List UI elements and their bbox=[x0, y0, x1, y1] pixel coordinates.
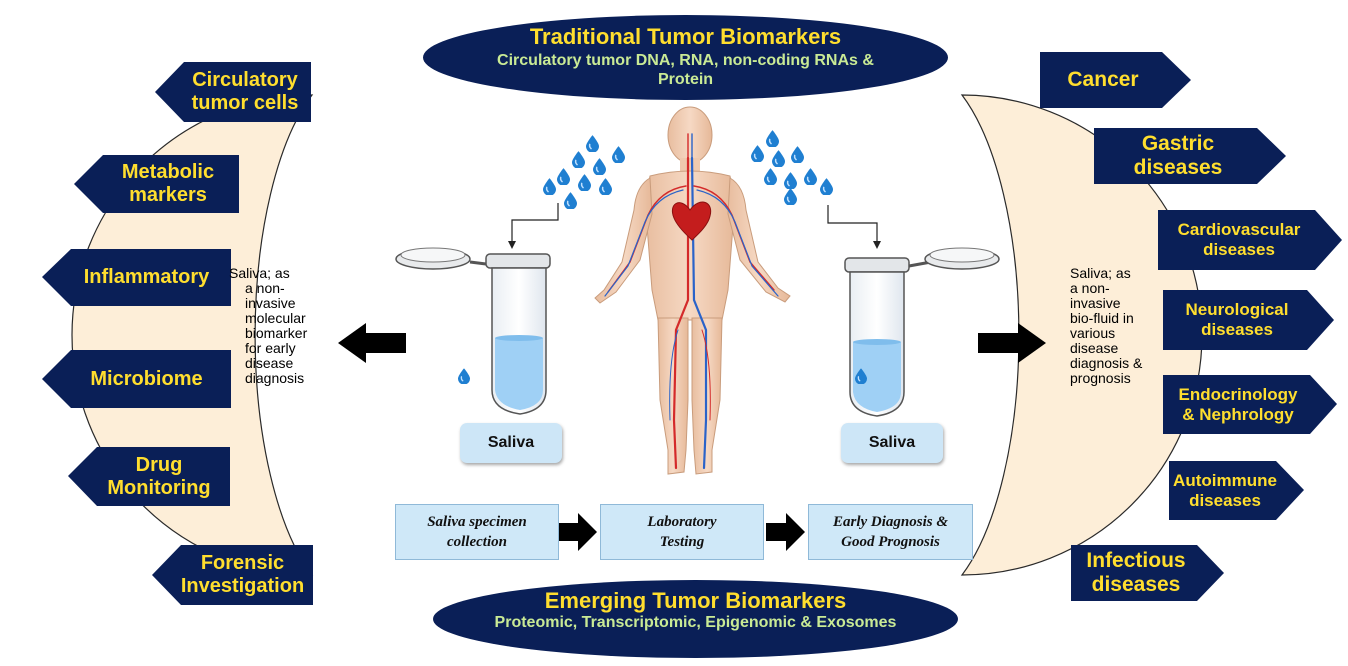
right-black-arrow bbox=[978, 323, 1046, 363]
bottom-oval-title: Emerging Tumor Biomarkers bbox=[544, 588, 847, 613]
left-arrow-2 bbox=[74, 155, 239, 213]
right-crescent bbox=[960, 94, 1203, 576]
left-arrow-6 bbox=[152, 545, 313, 605]
top-oval-title: Traditional Tumor Biomarkers bbox=[529, 24, 842, 49]
bottom-oval: Emerging Tumor Biomarkers Proteomic, Tra… bbox=[433, 580, 958, 658]
human-figure bbox=[594, 106, 791, 475]
top-oval: Traditional Tumor Biomarkers Circulatory… bbox=[423, 15, 948, 100]
left-arrow-5 bbox=[68, 447, 230, 506]
connector-right bbox=[827, 205, 878, 244]
left-crescent-text: Saliva; as a non- invasive molecular bio… bbox=[229, 265, 308, 386]
right-arrow-5 bbox=[1163, 375, 1337, 434]
left-arrow-1 bbox=[155, 62, 311, 122]
step-early-diagnosis: Early Diagnosis &Good Prognosis bbox=[808, 504, 973, 560]
right-arrow-2 bbox=[1094, 128, 1286, 184]
droplets-right bbox=[751, 130, 833, 205]
left-arrow-4 bbox=[42, 350, 231, 408]
connector-left bbox=[511, 203, 559, 244]
bottom-oval-subtitle: Proteomic, Transcriptomic, Epigenomic & … bbox=[494, 614, 897, 631]
tube-right bbox=[844, 247, 1000, 417]
top-oval-subtitle: Circulatory tumor DNA, RNA, non-coding R… bbox=[497, 52, 874, 88]
left-label-inflammatory: Inflammatory bbox=[83, 266, 210, 288]
left-arrow-3 bbox=[42, 249, 231, 306]
tube-left bbox=[395, 247, 551, 415]
left-arrow-shapes bbox=[42, 62, 313, 605]
right-arrow-6 bbox=[1169, 461, 1304, 520]
saliva-label-right: Saliva bbox=[841, 423, 943, 463]
right-arrow-shapes bbox=[1040, 52, 1342, 601]
left-black-arrow bbox=[338, 323, 406, 363]
saliva-label-left: Saliva bbox=[460, 423, 562, 463]
right-arrow-7 bbox=[1071, 545, 1224, 601]
flow-arrow-2 bbox=[766, 513, 805, 551]
droplets-left bbox=[543, 135, 625, 209]
left-label-microbiome: Microbiome bbox=[90, 367, 203, 390]
right-arrow-3 bbox=[1158, 210, 1342, 270]
right-arrow-4 bbox=[1163, 290, 1334, 350]
right-crescent-text: Saliva; as a non- invasive bio-fluid in … bbox=[1070, 265, 1143, 386]
right-label-cancer: Cancer bbox=[1067, 67, 1139, 91]
right-arrow-1 bbox=[1040, 52, 1191, 108]
right-label-endocrinology-nephrology: Endocrinology& Nephrology bbox=[1178, 384, 1298, 424]
flow-arrow-1 bbox=[558, 513, 597, 551]
